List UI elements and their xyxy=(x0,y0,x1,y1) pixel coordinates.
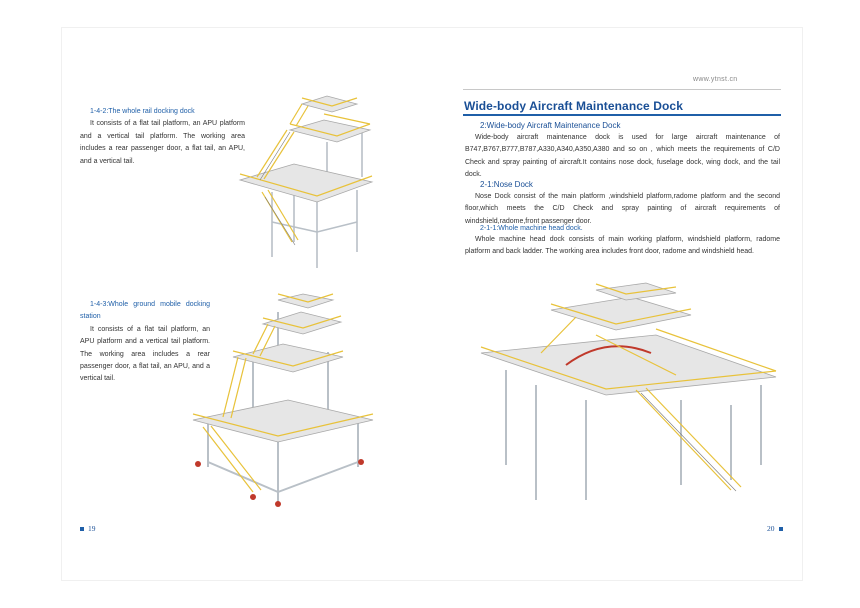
square-bullet-icon xyxy=(778,526,783,531)
page-title: Wide-body Aircraft Maintenance Dock xyxy=(464,99,683,113)
section-rail-dock: 1-4-2:The whole rail docking dock It con… xyxy=(80,106,245,168)
rail-docking-dock-illustration xyxy=(238,95,374,268)
page-number-right: 20 xyxy=(767,524,783,533)
ground-mobile-dock-illustration xyxy=(192,293,374,507)
subheading-wide-body-dock: 2:Wide-body Aircraft Maintenance Dock xyxy=(480,121,621,130)
paragraph-nose-dock: Nose Dock consist of the main platform ,… xyxy=(465,193,780,225)
page-number-left: 19 xyxy=(80,524,96,533)
nose-dock-illustration xyxy=(480,282,777,500)
title-underline xyxy=(463,114,781,116)
website-url: www.ytnst.cn xyxy=(693,76,738,83)
subheading-whole-machine-head-dock: 2-1-1:Whole machine head dock. xyxy=(480,225,583,232)
section-body: It consists of a flat tail platform, an … xyxy=(80,325,210,383)
section-heading: 1-4-3:Whole ground mobile docking statio… xyxy=(80,301,210,321)
paragraph-whole-machine-head-dock: Whole machine head dock consists of main… xyxy=(465,236,780,256)
paragraph-wide-body-dock: Wide-body aircraft maintenance dock is u… xyxy=(465,134,780,179)
header-divider xyxy=(463,89,781,90)
section-ground-mobile-dock: 1-4-3:Whole ground mobile docking statio… xyxy=(80,299,210,386)
subheading-nose-dock: 2-1:Nose Dock xyxy=(480,180,533,189)
section-body: It consists of a flat tail platform, an … xyxy=(80,120,245,165)
square-bullet-icon xyxy=(80,526,84,531)
page-spread xyxy=(62,28,802,580)
section-heading: 1-4-2:The whole rail docking dock xyxy=(90,108,195,115)
